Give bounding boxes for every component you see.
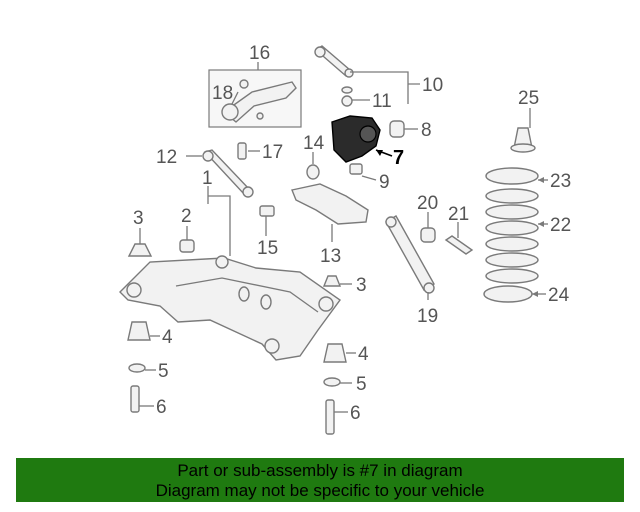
leader-1 (207, 186, 231, 256)
bolt-21 (444, 235, 474, 255)
inset-nut (256, 112, 264, 120)
bolt-6-right (325, 399, 335, 435)
callout-5a: 5 (158, 361, 169, 382)
arrowhead-23 (538, 177, 544, 183)
subframe-hole-a (238, 286, 250, 302)
arrowhead-22 (538, 221, 544, 227)
leader-9 (361, 175, 377, 181)
arrowhead-7 (376, 150, 383, 156)
upper-link-end (314, 46, 326, 58)
lateral-link-end-b (242, 186, 254, 198)
bushing-8 (389, 120, 405, 138)
inset-arm-part (222, 81, 297, 123)
callout-25: 25 (518, 88, 539, 109)
knuckle-hub (359, 125, 377, 143)
callout-4a: 4 (162, 327, 173, 348)
leader-10 (350, 71, 420, 104)
bolt-17 (237, 142, 247, 160)
banner-line-2: Diagram may not be specific to your vehi… (155, 481, 485, 500)
callout-3b: 3 (356, 275, 367, 296)
callout-24: 24 (548, 285, 570, 306)
callout-14: 14 (303, 133, 325, 154)
washer-5-left (128, 363, 146, 373)
callout-18: 18 (212, 83, 233, 104)
subframe-hole-b (260, 294, 272, 310)
callout-13: 13 (320, 246, 341, 267)
parts-diagram: 16 18 10 11 7 8 9 14 12 17 1 2 3 15 13 3… (119, 43, 571, 435)
subframe-bushing-top (215, 255, 229, 269)
insulator-23 (485, 167, 539, 185)
ring-14 (306, 164, 320, 180)
callout-10: 10 (422, 75, 443, 96)
washer-5-right (323, 377, 341, 387)
bolt-9 (349, 163, 363, 175)
inset-arm-bushing (221, 103, 239, 121)
callout-7[interactable]: 7 (393, 147, 404, 169)
lower-arm-13 (291, 183, 369, 225)
callout-12: 12 (156, 147, 177, 168)
callout-15: 15 (257, 238, 278, 259)
upper-link-end-2 (344, 68, 354, 78)
washer-11 (341, 86, 353, 94)
bushing-11 (341, 95, 353, 107)
callout-8: 8 (421, 120, 432, 141)
callout-23: 23 (550, 171, 571, 192)
banner-line-1: Part or sub-assembly is #7 in diagram (177, 461, 463, 480)
callout-9: 9 (379, 172, 390, 193)
arrowhead-24 (532, 291, 538, 297)
callout-16: 16 (249, 43, 270, 64)
subframe-1 (119, 257, 341, 361)
callout-20: 20 (417, 193, 438, 214)
shock-bottom-eye (423, 282, 435, 294)
bolt-15 (259, 205, 275, 217)
callout-22: 22 (550, 215, 571, 236)
callout-6b: 6 (350, 403, 361, 424)
callout-21: 21 (448, 204, 469, 225)
shock-top-eye (385, 216, 397, 228)
callout-11: 11 (372, 91, 392, 112)
bushing-20 (420, 227, 436, 243)
subframe-bushing-left (126, 282, 142, 298)
callout-1: 1 (202, 168, 213, 189)
leader-18 (231, 91, 239, 105)
callout-19: 19 (417, 306, 438, 327)
mount-3-left (127, 243, 153, 257)
mount-2 (179, 239, 195, 253)
callout-2: 2 (181, 206, 192, 227)
info-banner: Part or sub-assembly is #7 in diagram Di… (16, 458, 624, 502)
callout-4b: 4 (358, 344, 369, 365)
mount-4-right (323, 343, 347, 363)
lateral-link-end-a (202, 150, 214, 162)
inset-bolt (239, 79, 249, 89)
mount-4-left (127, 321, 151, 341)
callout-3a: 3 (133, 208, 144, 229)
callout-17: 17 (262, 142, 283, 163)
bolt-6-left (130, 385, 140, 413)
subframe-detail (175, 277, 319, 313)
bump-stop-base (510, 143, 536, 153)
callout-5b: 5 (356, 374, 367, 395)
insulator-24 (483, 285, 533, 303)
callout-6a: 6 (156, 397, 167, 418)
coil-spring-22 (485, 188, 539, 284)
subframe-bushing-rear (264, 338, 280, 354)
subframe-bushing-right (318, 296, 334, 312)
mount-3-right (322, 275, 342, 287)
